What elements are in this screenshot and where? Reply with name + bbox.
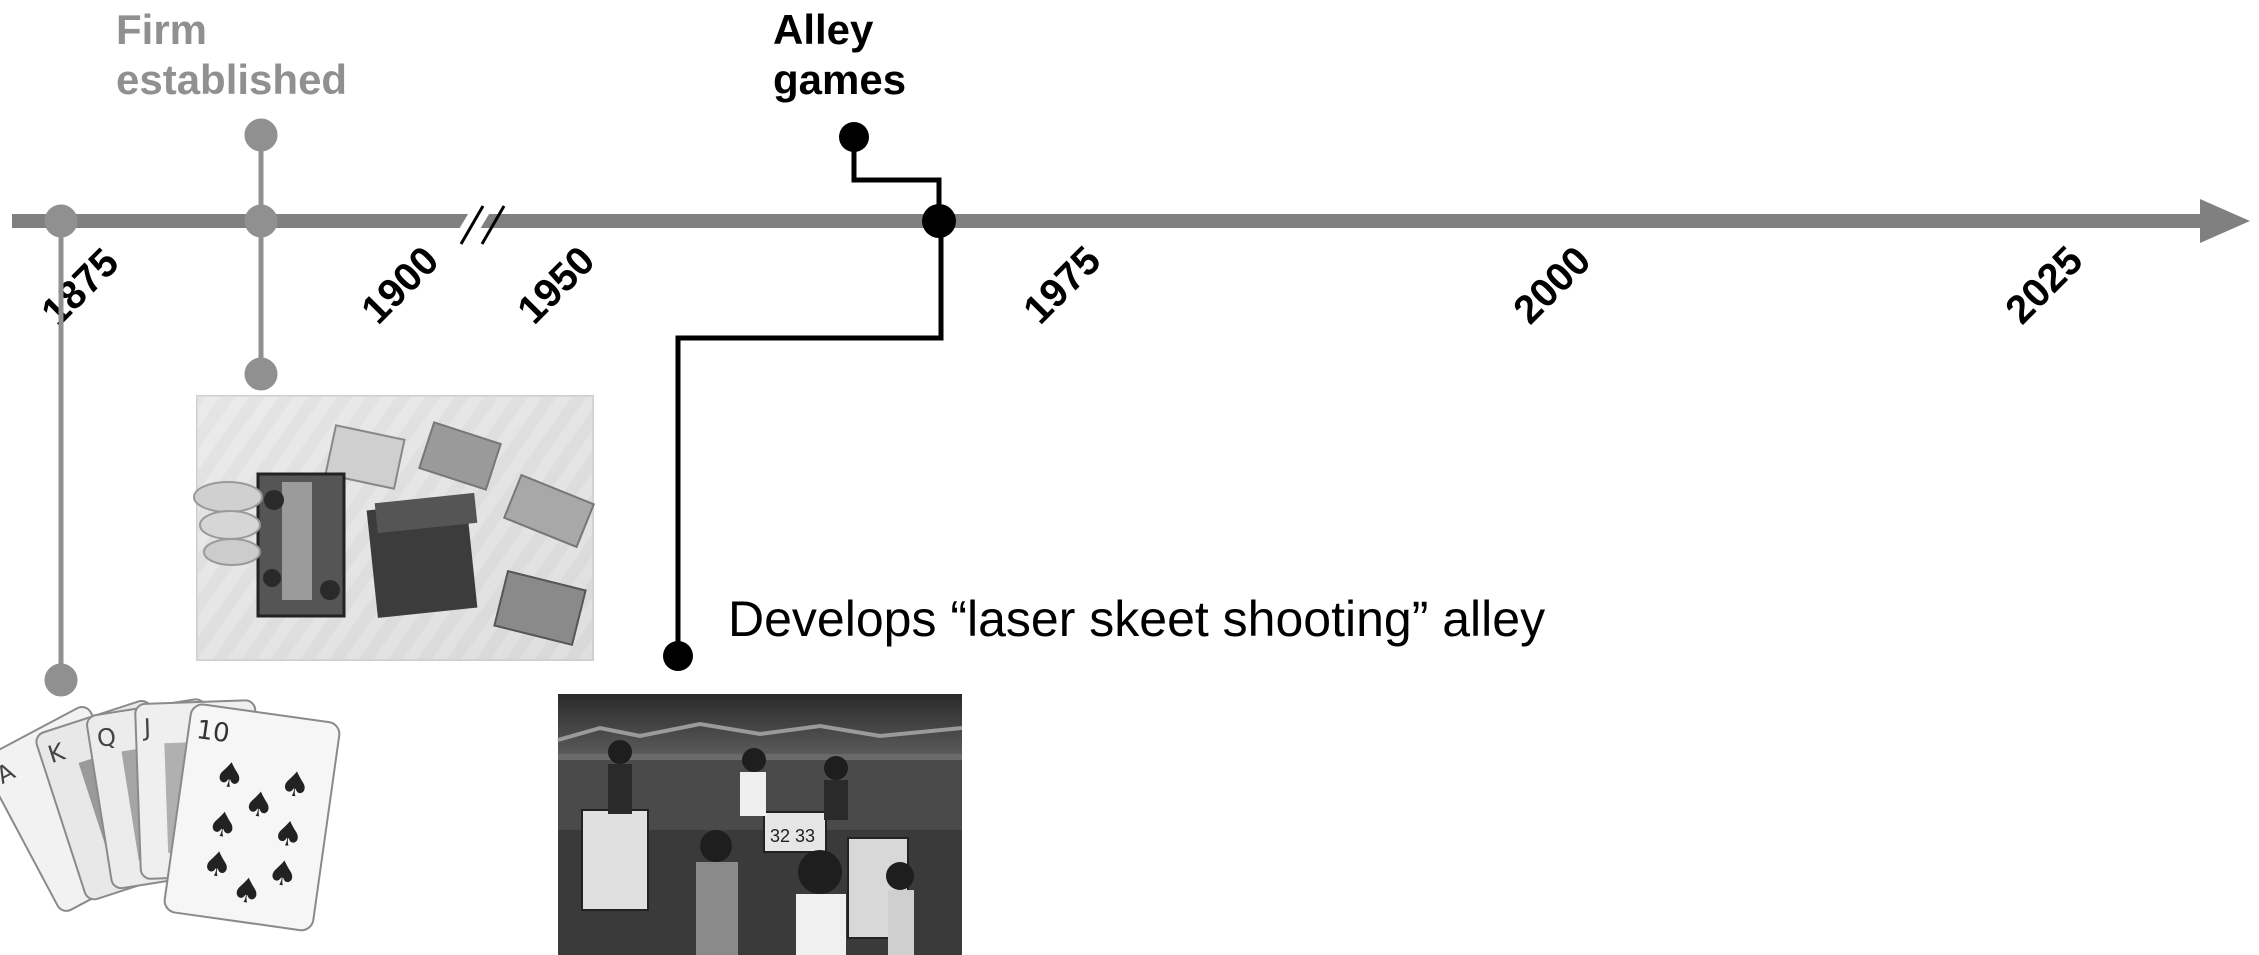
hanafuda-photo [194, 396, 594, 660]
tick-label-1875: 1875 [33, 240, 127, 334]
timeline-axis [12, 195, 2250, 245]
playing-cards-photo: A K Q J 10 ♠♠ ♠ ♠♠ ♠♠ ♠ [0, 698, 341, 932]
svg-text:♠: ♠ [270, 813, 306, 857]
marker-dot-firm-axis [247, 207, 275, 235]
tick-label-1950: 1950 [509, 238, 603, 332]
svg-text:♠: ♠ [277, 763, 313, 807]
svg-text:♠: ♠ [205, 803, 241, 847]
axis-break-marker [460, 195, 504, 245]
svg-text:♠: ♠ [229, 869, 265, 913]
firm-established-label: Firm established [116, 6, 347, 103]
marker-dot-alley-axis [922, 204, 956, 238]
marker-dot-cards-axis [47, 207, 75, 235]
marker-dot-firm-top [247, 121, 275, 149]
svg-text:♠: ♠ [212, 754, 248, 798]
marker-dot-hanafuda-end [247, 360, 275, 388]
laser-skeet-label: Develops “laser skeet shooting” alley [728, 591, 1545, 647]
axis-arrowhead [2200, 199, 2250, 243]
marker-dot-laser-end [663, 641, 693, 671]
skeet-alley-photo: 32 33 [558, 694, 962, 955]
tick-label-1900: 1900 [353, 238, 447, 332]
tick-label-2025: 2025 [1997, 238, 2091, 332]
svg-text:32 33: 32 33 [770, 826, 815, 846]
svg-text:♠: ♠ [241, 783, 277, 827]
card-ten-rank: 10 [195, 715, 232, 749]
tick-labels: 1875 1900 1950 1975 2000 2025 [33, 238, 2091, 334]
marker-dot-cards-end [47, 666, 75, 694]
alley-games-label: Alley games [773, 6, 906, 103]
svg-text:♠: ♠ [265, 852, 301, 896]
svg-text:♠: ♠ [199, 843, 235, 887]
tick-label-2000: 2000 [1505, 238, 1599, 332]
tick-label-1975: 1975 [1015, 238, 1109, 332]
marker-dot-alley-top [839, 122, 869, 152]
